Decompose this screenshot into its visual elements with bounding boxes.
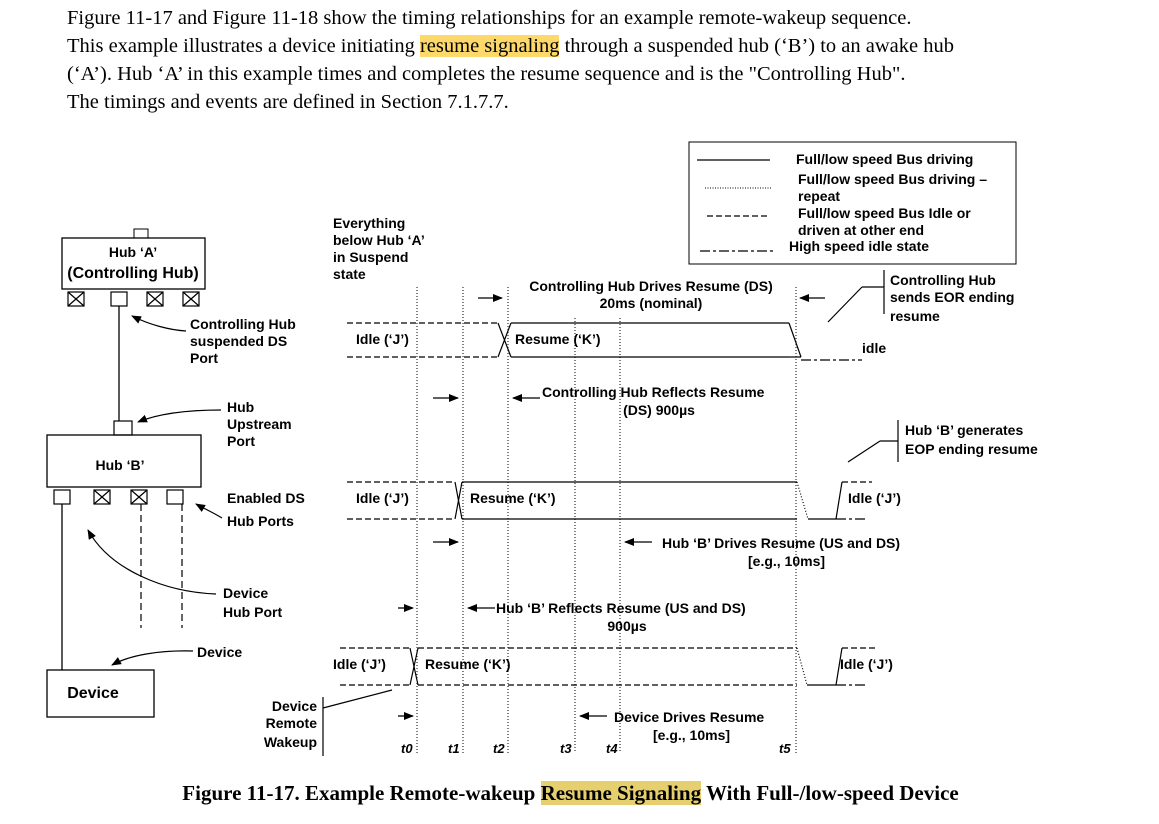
paragraph-line-2: This example illustrates a device initia… [67, 32, 1147, 60]
hubb-drives-label: Hub ‘B’ Drives Resume (US and DS) [662, 535, 900, 551]
enabled-ds-label-2: Hub Ports [227, 513, 294, 529]
upstream-port-label-2: Upstream [227, 416, 292, 432]
hub-a-sublabel: (Controlling Hub) [67, 265, 199, 282]
upstream-port-label: Hub [227, 399, 254, 415]
row3-idle-label-end: Idle (‘J’) [840, 656, 893, 672]
device-drives-label: Device Drives Resume [614, 709, 764, 725]
figure-caption: Figure 11-17. Example Remote-wakeup Resu… [0, 781, 1141, 806]
hubb-eop-note: Hub ‘B’ generates [905, 422, 1023, 438]
ctrl-drives-label-2: 20ms (nominal) [600, 295, 703, 311]
topology-diagram: Hub ‘A’ (Controlling Hub) Controlling Hu… [46, 228, 305, 718]
legend-hs-idle-label: High speed idle state [789, 238, 929, 254]
row1-idle-label: Idle (‘J’) [356, 331, 409, 347]
suspend-note-2: below Hub ‘A’ [333, 232, 425, 248]
device-pointer-label: Device [197, 644, 242, 660]
tick-t3: t3 [560, 741, 572, 756]
paragraph-line-4: The timings and events are defined in Se… [67, 91, 509, 113]
eor-note: Controlling Hub [890, 272, 996, 288]
hub-b-label: Hub ‘B’ [96, 457, 145, 473]
device-hub-port-label-2: Hub Port [223, 604, 282, 620]
hubb-reflects-label: Hub ‘B’ Reflects Resume (US and DS) [496, 600, 746, 616]
ctrl-port-label-3: Port [190, 350, 218, 366]
device-hub-port-label: Device [223, 585, 268, 601]
remote-wakeup-label: Device [272, 698, 317, 714]
row2-idle-label-end: Idle (‘J’) [848, 490, 901, 506]
suspend-note-4: state [333, 266, 366, 282]
caption-highlight: Resume Signaling [540, 781, 702, 805]
legend-idle-label: Full/low speed Bus Idle or [798, 205, 971, 221]
legend: Full/low speed Bus driving Full/low spee… [688, 141, 1017, 265]
device-drives-label-2: [e.g., 10ms] [653, 727, 730, 743]
search-highlight: resume signaling [419, 35, 560, 57]
eor-note-2: sends EOR ending [890, 289, 1014, 305]
hub-a-box [61, 237, 206, 290]
paragraph-line-1: Figure 11-17 and Figure 11-18 show the t… [67, 7, 912, 29]
remote-wakeup-label-2: Remote [266, 715, 318, 731]
ctrl-reflects-label: Controlling Hub Reflects Resume [542, 384, 765, 400]
legend-driving-label: Full/low speed Bus driving [796, 151, 973, 167]
tick-t1: t1 [448, 741, 460, 756]
tick-t0: t0 [401, 741, 413, 756]
timing-diagram: Everything below Hub ‘A’ in Suspend stat… [264, 215, 1038, 756]
paragraph-line-2-post: through a suspended hub (‘B’) to an awak… [559, 35, 954, 57]
hubb-reflects-label-2: 900µs [607, 618, 646, 634]
hubb-drives-label-2: [e.g., 10ms] [748, 553, 825, 569]
legend-repeat-label: Full/low speed Bus driving – [798, 171, 987, 187]
hubb-eop-note-2: EOP ending resume [905, 441, 1038, 457]
row2-idle-label: Idle (‘J’) [356, 490, 409, 506]
ctrl-port-label-2: suspended DS [190, 333, 287, 349]
eor-note-3: resume [890, 308, 940, 324]
caption-suffix: With Full-/low-speed Device [701, 781, 959, 805]
tick-t5: t5 [779, 741, 791, 756]
hub-b-box [46, 434, 202, 488]
tick-t4: t4 [606, 741, 618, 756]
row3-resume-label: Resume (‘K’) [425, 656, 511, 672]
row1-resume-label: Resume (‘K’) [515, 331, 601, 347]
caption-prefix: Figure 11-17. Example Remote-wakeup [182, 781, 541, 805]
row2-resume-label: Resume (‘K’) [470, 490, 556, 506]
idle-label: idle [862, 340, 886, 356]
upstream-port-label-3: Port [227, 433, 255, 449]
body-paragraph: Figure 11-17 and Figure 11-18 show the t… [67, 4, 1147, 116]
suspend-note: Everything [333, 215, 405, 231]
hub-a-label: Hub ‘A’ [109, 244, 157, 260]
remote-wakeup-label-3: Wakeup [264, 734, 317, 750]
enabled-ds-label: Enabled DS [227, 490, 305, 506]
legend-idle-label-2: driven at other end [798, 222, 924, 238]
tick-t2: t2 [493, 741, 505, 756]
device-box-label: Device [67, 685, 119, 702]
ctrl-drives-label: Controlling Hub Drives Resume (DS) [529, 278, 772, 294]
row3-idle-label: Idle (‘J’) [333, 656, 386, 672]
ctrl-port-label: Controlling Hub [190, 316, 296, 332]
timing-figure: Full/low speed Bus driving Full/low spee… [46, 141, 1038, 756]
paragraph-line-3: (‘A’). Hub ‘A’ in this example times and… [67, 63, 906, 85]
paragraph-line-2-pre: This example illustrates a device initia… [67, 35, 420, 57]
ctrl-reflects-label-2: (DS) 900µs [623, 402, 695, 418]
legend-repeat-label-2: repeat [798, 188, 840, 204]
suspend-note-3: in Suspend [333, 249, 408, 265]
